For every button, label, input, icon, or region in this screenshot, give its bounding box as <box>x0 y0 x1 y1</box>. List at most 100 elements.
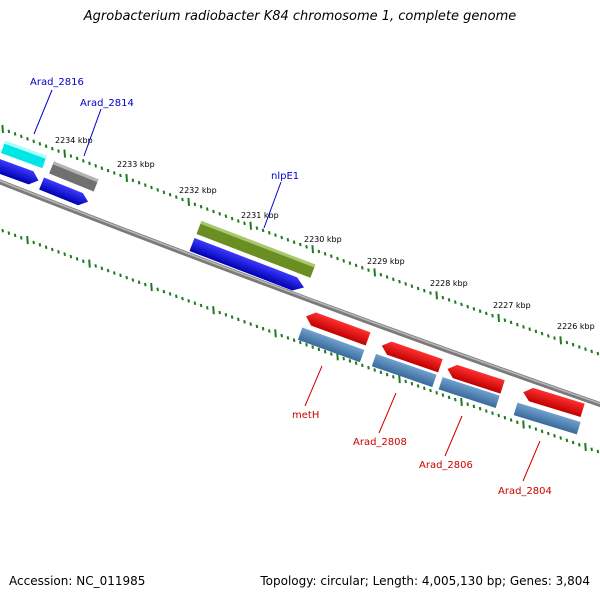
map-title: Agrobacterium radiobacter K84 chromosome… <box>83 9 517 24</box>
major-tick <box>435 291 438 300</box>
minor-tick <box>565 438 569 443</box>
tick-label: 2231 kbp <box>241 211 279 220</box>
minor-tick <box>218 310 221 315</box>
gene-reverse-arrow[interactable] <box>445 362 505 394</box>
gene-reverse-arrow[interactable] <box>438 377 500 408</box>
minor-tick <box>379 370 383 375</box>
minor-tick <box>286 336 290 340</box>
minor-tick <box>423 386 426 391</box>
minor-tick <box>342 356 345 361</box>
minor-tick <box>305 245 308 249</box>
minor-tick <box>162 190 166 195</box>
minor-tick <box>503 415 507 420</box>
gene-arad-2816[interactable] <box>0 140 47 169</box>
minor-tick <box>497 413 500 418</box>
minor-tick <box>144 183 147 187</box>
major-tick <box>125 173 128 182</box>
minor-tick <box>373 368 376 372</box>
major-tick <box>187 197 190 206</box>
gene-forward-arrow[interactable] <box>39 177 90 208</box>
minor-tick <box>516 322 519 327</box>
minor-tick <box>168 292 172 296</box>
minor-tick <box>423 288 426 293</box>
minor-tick <box>187 299 190 303</box>
minor-tick <box>590 447 593 452</box>
gene-arad-2814[interactable] <box>49 161 99 192</box>
minor-tick <box>150 185 153 190</box>
gene-nlpe1[interactable] <box>196 220 316 278</box>
major-tick <box>311 245 314 254</box>
minor-tick <box>323 349 327 354</box>
minor-tick <box>385 372 389 377</box>
minor-tick <box>20 236 23 240</box>
minor-tick <box>466 402 469 406</box>
outer-tick-row <box>1 124 600 356</box>
minor-tick <box>286 238 290 242</box>
major-tick <box>1 124 4 134</box>
minor-tick <box>162 289 166 294</box>
minor-tick <box>212 209 215 214</box>
genome-summary-text: Topology: circular; Length: 4,005,130 bp… <box>260 574 590 588</box>
minor-tick <box>404 379 407 384</box>
minor-tick <box>224 313 228 317</box>
gene-label-arad-2816: Arad_2816 <box>30 77 84 135</box>
gene-reverse-arrow[interactable] <box>297 327 365 363</box>
gene-forward-arrow[interactable] <box>189 237 306 294</box>
minor-tick <box>63 252 66 256</box>
tick-label: 2228 kbp <box>430 279 468 288</box>
minor-tick <box>44 144 48 148</box>
inner-tick-row <box>1 228 600 454</box>
minor-tick <box>478 309 482 313</box>
minor-tick <box>261 326 265 331</box>
major-tick <box>497 313 500 322</box>
minor-tick <box>367 365 370 370</box>
minor-tick <box>330 254 333 258</box>
minor-tick <box>596 449 600 454</box>
minor-tick <box>100 166 104 170</box>
tick-labels: 2234 kbp 2233 kbp 2232 kbp 2231 kbp 2230… <box>55 136 595 331</box>
minor-tick <box>7 231 11 235</box>
minor-tick <box>447 298 451 302</box>
minor-tick <box>311 345 314 349</box>
minor-tick <box>168 192 172 197</box>
gene-reverse-arrow[interactable] <box>304 310 371 346</box>
tick-label: 2232 kbp <box>179 186 217 195</box>
minor-tick <box>237 219 240 223</box>
minor-tick <box>199 204 203 209</box>
minor-tick <box>392 375 395 379</box>
minor-tick <box>348 261 352 265</box>
minor-tick <box>57 250 60 254</box>
minor-tick <box>416 384 420 388</box>
gene-reverse-arrow[interactable] <box>379 339 443 373</box>
minor-tick <box>584 347 587 351</box>
major-tick <box>373 268 376 277</box>
minor-tick <box>410 381 414 386</box>
minor-tick <box>51 247 54 252</box>
gene-reverse-arrow[interactable] <box>521 386 585 418</box>
gene-label-nlpe1: nlpE1 <box>263 171 299 229</box>
minor-tick <box>94 264 97 268</box>
minor-tick <box>38 243 42 247</box>
minor-tick <box>299 242 302 247</box>
minor-tick <box>32 240 35 245</box>
minor-tick <box>354 361 358 365</box>
minor-tick <box>416 286 420 291</box>
minor-tick <box>565 340 569 345</box>
minor-tick <box>454 300 457 304</box>
svg-text:Arad_2816: Arad_2816 <box>30 77 84 88</box>
minor-tick <box>156 287 159 292</box>
minor-tick <box>218 212 221 216</box>
minor-tick <box>441 393 445 397</box>
genome-backbone-highlight <box>0 180 600 405</box>
gene-forward-arrow[interactable] <box>0 156 41 187</box>
minor-tick <box>292 338 296 342</box>
minor-tick <box>429 388 432 393</box>
gene-reverse-arrow[interactable] <box>513 402 581 435</box>
gene-reverse-arrow[interactable] <box>371 353 437 388</box>
minor-tick <box>509 418 513 422</box>
minor-tick <box>441 295 445 300</box>
svg-text:Arad_2808: Arad_2808 <box>353 437 407 448</box>
minor-tick <box>113 171 116 175</box>
minor-tick <box>534 329 538 334</box>
